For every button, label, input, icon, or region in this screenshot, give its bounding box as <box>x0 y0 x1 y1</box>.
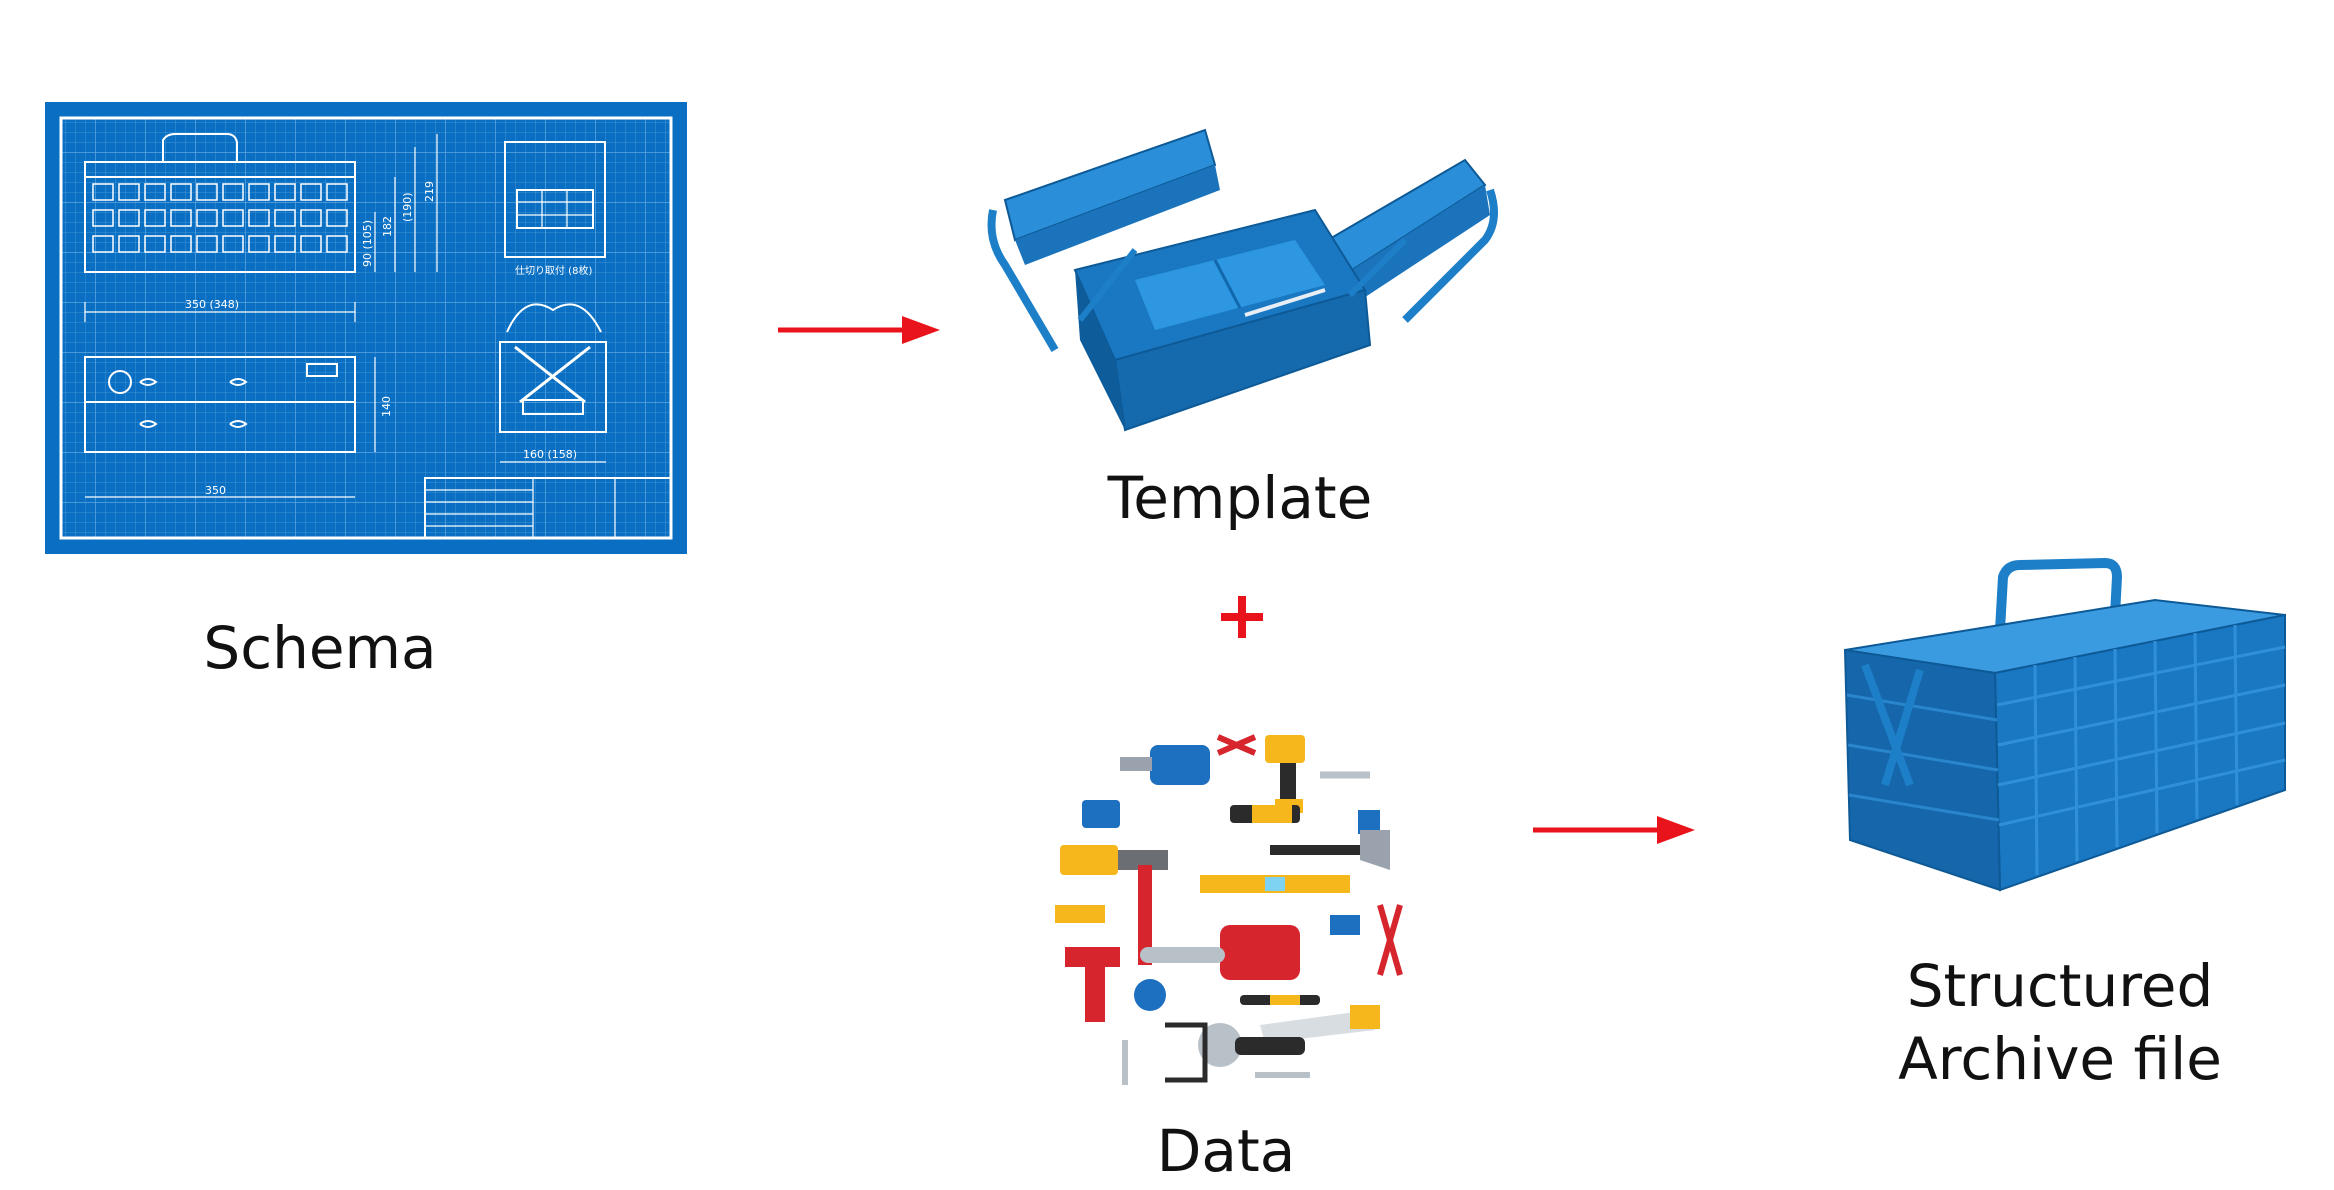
template-open-toolbox-image <box>985 90 1505 440</box>
blueprint-dim-h3: (190) <box>401 192 414 222</box>
archive-label: Structured Archive file <box>1860 950 2260 1095</box>
blueprint-dim-width: 350 (348) <box>185 298 239 311</box>
arrow-data-to-archive <box>1533 812 1695 848</box>
data-label: Data <box>1156 1117 1296 1185</box>
vise-icon <box>1065 947 1120 967</box>
data-tools-collage-image <box>1040 725 1430 1095</box>
arrow-schema-to-template <box>778 312 940 348</box>
battery-icon <box>1082 800 1120 828</box>
blueprint-dim-h2: 182 <box>381 216 394 237</box>
archive-label-line1: Structured <box>1906 952 2214 1020</box>
grinder-icon <box>1198 1023 1242 1067</box>
toolbox-yellow-icon <box>1060 845 1118 875</box>
blueprint-dim-length: 350 <box>205 484 226 497</box>
cordless-drill-icon <box>1265 735 1305 763</box>
blueprint-note: 仕切り取付 (8枚) <box>515 264 592 277</box>
drill-icon <box>1150 745 1210 785</box>
plus-operator: + <box>1217 592 1267 642</box>
blueprint-dim-h1: 90 (105) <box>361 220 374 267</box>
chainsaw-icon <box>1220 925 1300 980</box>
blueprint-dim-side: 160 (158) <box>523 448 577 461</box>
blueprint-dim-h4: 219 <box>423 181 436 202</box>
archive-label-line2: Archive file <box>1898 1024 2222 1093</box>
schema-label: Schema <box>203 614 437 682</box>
blueprint-dim-depth: 140 <box>380 396 393 417</box>
template-label: Template <box>1107 464 1373 532</box>
schema-blueprint-image: 350 (348) 350 160 (158) 仕切り取付 (8枚) 90 (1… <box>45 102 687 554</box>
archive-closed-toolbox-image <box>1825 555 2295 900</box>
hammer-icon <box>1138 865 1152 965</box>
